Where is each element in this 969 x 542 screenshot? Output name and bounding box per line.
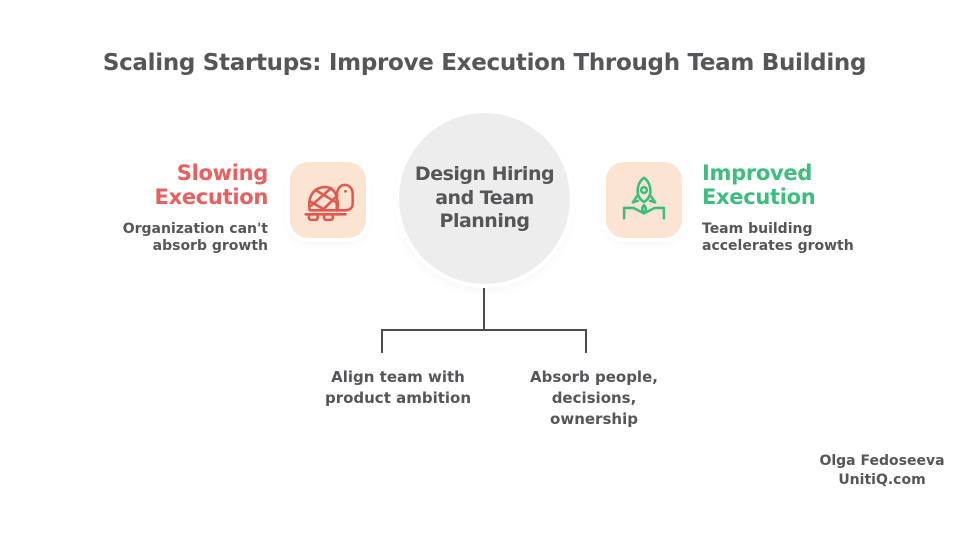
central-node-label: Design Hiring and Team Planning [414, 163, 555, 233]
connector-vertical-main [483, 283, 485, 330]
central-node: Design Hiring and Team Planning [399, 113, 570, 284]
branch-label-absorb-people: Absorb people, decisions, ownership [530, 368, 658, 428]
turtle-icon [304, 183, 354, 222]
attribution-website: UnitiQ.com [838, 472, 926, 488]
branch-label-align-team: Align team with product ambition [324, 368, 472, 407]
attribution: Olga Fedoseeva UnitiQ.com [812, 452, 952, 490]
improved-execution-heading: Improved Execution [702, 161, 816, 209]
rocket-icon [622, 176, 666, 220]
turtle-icon-box [290, 162, 366, 238]
attribution-author: Olga Fedoseeva [819, 453, 945, 469]
connector-stub-left [381, 330, 383, 353]
rocket-icon-box [606, 162, 682, 238]
slowing-execution-block: Slowing Execution Organization can't abs… [78, 161, 269, 254]
improved-execution-block: Improved Execution Team building acceler… [702, 161, 922, 254]
slowing-execution-subtext: Organization can't absorb growth [122, 221, 268, 254]
connector-horizontal [381, 329, 587, 331]
connector-stub-right [585, 330, 587, 353]
improved-execution-subtext: Team building accelerates growth [702, 221, 854, 254]
page-title: Scaling Startups: Improve Execution Thro… [102, 50, 867, 76]
slowing-execution-heading: Slowing Execution [154, 161, 269, 209]
